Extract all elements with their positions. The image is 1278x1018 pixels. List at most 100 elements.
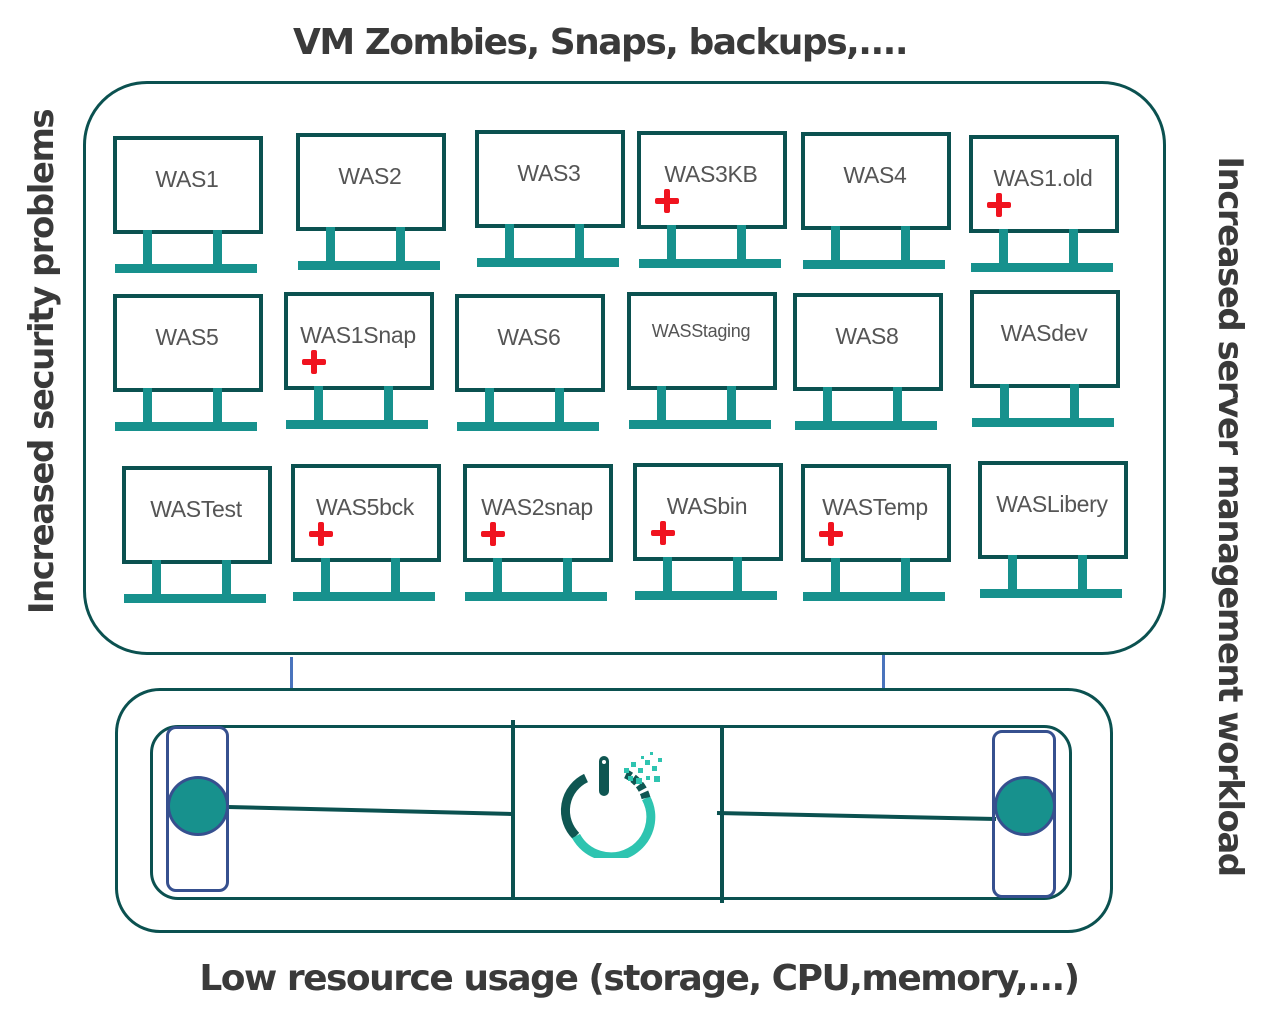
vm-label: WAS3KB xyxy=(664,161,758,187)
vm-monitor-icon xyxy=(463,464,613,562)
vm-stand-leg xyxy=(1008,555,1017,593)
vm-stand-leg xyxy=(1078,555,1087,593)
vm-stand-leg xyxy=(213,230,222,268)
vm-label: WAS3 xyxy=(517,160,581,186)
vm-stand-base xyxy=(803,592,945,601)
vm-stand-leg xyxy=(505,224,514,262)
vm-stand-base xyxy=(286,420,428,429)
vm-stand-leg xyxy=(893,387,902,425)
vm-server: WAS6 xyxy=(455,294,605,434)
vm-server: WASdev xyxy=(970,290,1120,430)
vm-label: WASbin xyxy=(666,493,748,519)
vm-stand-base xyxy=(971,263,1113,272)
vm-stand-base xyxy=(477,258,619,267)
vm-stand-base xyxy=(293,592,435,601)
vm-stand-leg xyxy=(737,225,746,263)
vm-stand-leg xyxy=(1000,384,1009,422)
vm-stand-leg xyxy=(831,558,840,596)
vm-label: WASStaging xyxy=(651,321,751,341)
vm-stand-base xyxy=(124,594,266,603)
vm-server: WAS1.old xyxy=(969,135,1119,275)
vm-stand-base xyxy=(115,264,257,273)
vm-monitor-icon xyxy=(970,290,1120,388)
vm-stand-leg xyxy=(314,386,323,424)
vm-monitor-icon xyxy=(113,136,263,234)
vm-monitor-icon xyxy=(122,466,272,564)
vm-stand-leg xyxy=(391,558,400,596)
vm-server: WASLibery xyxy=(978,461,1128,601)
vm-server: WAS4 xyxy=(801,132,951,272)
vm-stand-base xyxy=(465,592,607,601)
vm-monitor-icon xyxy=(291,464,441,562)
vm-stand-base xyxy=(115,422,257,431)
vm-label: WAS4 xyxy=(843,162,907,188)
red-cross-icon xyxy=(819,522,843,546)
vm-stand-leg xyxy=(663,557,672,595)
vm-monitor-icon xyxy=(801,464,951,562)
vm-stand-leg xyxy=(396,227,405,265)
vm-monitor-icon xyxy=(633,463,783,561)
node-circle-right xyxy=(994,776,1056,836)
vm-stand-base xyxy=(635,591,777,600)
vm-label: WASLibery xyxy=(996,491,1108,517)
vm-stand-base xyxy=(795,421,937,430)
red-cross-icon xyxy=(987,193,1011,217)
vm-monitor-icon xyxy=(978,461,1128,559)
vm-server: WAS5bck xyxy=(291,464,441,604)
vm-server: WASTest xyxy=(122,466,272,606)
red-cross-icon xyxy=(302,350,326,374)
vm-monitor-icon xyxy=(296,133,446,231)
diagram-title: VM Zombies, Snaps, backups,.... xyxy=(292,22,909,63)
vm-label: WAS2snap xyxy=(481,494,593,520)
vm-monitor-icon xyxy=(455,294,605,392)
vm-monitor-icon xyxy=(969,135,1119,233)
link-left xyxy=(227,805,513,816)
vm-stand-leg xyxy=(1070,384,1079,422)
link-right xyxy=(716,811,997,821)
vm-stand-base xyxy=(980,589,1122,598)
vm-label: WAS5 xyxy=(155,324,219,350)
vm-stand-leg xyxy=(901,558,910,596)
vm-server: WAS1 xyxy=(113,136,263,276)
vm-monitor-icon xyxy=(793,293,943,391)
vm-stand-leg xyxy=(563,558,572,596)
vm-stand-base xyxy=(298,261,440,270)
vm-stand-base xyxy=(639,259,781,268)
vm-stand-leg xyxy=(831,226,840,264)
vm-monitor-icon xyxy=(284,292,434,390)
node-circle-left xyxy=(167,776,229,836)
connector-line-left xyxy=(290,657,293,691)
vm-monitor-icon xyxy=(801,132,951,230)
vm-stand-leg xyxy=(555,388,564,426)
red-cross-icon xyxy=(651,521,675,545)
vm-stand-leg xyxy=(143,388,152,426)
vm-label: WAS5bck xyxy=(315,494,415,520)
vm-server: WAS3KB xyxy=(637,131,787,271)
vm-stand-base xyxy=(457,422,599,431)
vm-label: WAS8 xyxy=(835,323,899,349)
vm-label: WASTemp xyxy=(822,494,928,520)
vm-stand-leg xyxy=(901,226,910,264)
vm-server: WAS2 xyxy=(296,133,446,273)
vm-server: WAS1Snap xyxy=(284,292,434,432)
host-group-container xyxy=(115,688,1113,933)
vm-stand-leg xyxy=(321,558,330,596)
vm-stand-leg xyxy=(384,386,393,424)
red-cross-icon xyxy=(655,189,679,213)
vm-server: WAS3 xyxy=(475,130,625,270)
vm-server: WAS8 xyxy=(793,293,943,433)
vm-stand-leg xyxy=(657,386,666,424)
vm-stand-leg xyxy=(222,560,231,598)
vm-monitor-icon xyxy=(113,294,263,392)
connector-line-right xyxy=(882,655,885,688)
vm-server: WAS5 xyxy=(113,294,263,434)
vm-stand-leg xyxy=(493,558,502,596)
vm-label: WAS1 xyxy=(155,166,219,192)
vm-server: WASbin xyxy=(633,463,783,603)
bottom-caption: Low resource usage (storage, CPU,memory,… xyxy=(199,958,1080,999)
vm-label: WAS1.old xyxy=(993,165,1093,191)
vm-stand-leg xyxy=(326,227,335,265)
vm-stand-leg xyxy=(143,230,152,268)
host-rack xyxy=(150,725,1072,900)
